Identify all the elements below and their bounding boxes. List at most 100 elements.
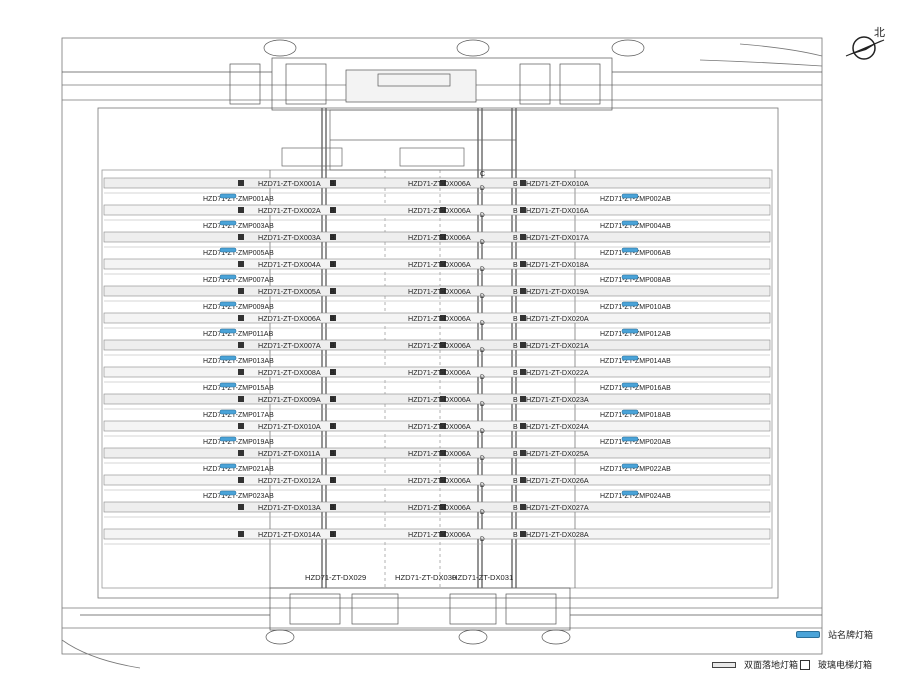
track-band xyxy=(103,501,771,513)
sign-label-right: HZD71-ZT-DX023A xyxy=(526,395,589,404)
sign-box xyxy=(440,423,446,429)
north-arrow-icon xyxy=(845,36,885,60)
sign-box xyxy=(440,207,446,213)
blue-sign-box xyxy=(219,490,237,496)
sign-label-mid: HZD71-ZT-DX006A xyxy=(408,260,471,269)
blue-sign-box xyxy=(621,247,639,253)
sign-label-right: HZD71-ZT-DX028A xyxy=(526,530,589,539)
sign-label-right: HZD71-ZT-DX010A xyxy=(526,179,589,188)
sign-box xyxy=(440,234,446,240)
legend-glass-lamp-label: 玻璃电梯灯箱 xyxy=(818,660,873,670)
sign-box xyxy=(520,261,526,267)
mp-label-right: HZD71-ZT-ZMP012AB xyxy=(600,331,671,338)
blue-sign-box xyxy=(219,463,237,469)
column-marker-b: B xyxy=(330,370,335,377)
sign-box xyxy=(440,288,446,294)
sign-label-right: HZD71-ZT-DX021A xyxy=(526,341,589,350)
sign-box xyxy=(238,531,244,537)
mp-label-left: HZD71-ZT-ZMP007AB xyxy=(203,277,274,284)
sign-box xyxy=(440,477,446,483)
mp-label-right: HZD71-ZT-ZMP014AB xyxy=(600,358,671,365)
mp-label-left: HZD71-ZT-ZMP005AB xyxy=(203,250,274,257)
blue-sign-box xyxy=(219,301,237,307)
blue-sign-box xyxy=(621,193,639,199)
sign-box xyxy=(440,504,446,510)
sign-label-left: HZD71-ZT-DX005A xyxy=(258,287,321,296)
column-marker-b: B xyxy=(330,235,335,242)
column-marker-d: D xyxy=(480,347,485,354)
sign-box xyxy=(330,531,336,537)
sign-box xyxy=(238,477,244,483)
sign-box xyxy=(238,180,244,186)
sign-label-mid: HZD71-ZT-DX006A xyxy=(408,368,471,377)
mp-label-left: HZD71-ZT-ZMP019AB xyxy=(203,439,274,446)
bottom-sign-label: HZD71-ZT-DX029 xyxy=(305,573,366,582)
column-marker-b: B xyxy=(513,316,518,323)
sign-box xyxy=(440,450,446,456)
column-marker-d: D xyxy=(480,509,485,516)
sign-box xyxy=(440,342,446,348)
mp-label-right: HZD71-ZT-ZMP016AB xyxy=(600,385,671,392)
track-band xyxy=(103,285,771,297)
column-marker-b: B xyxy=(513,208,518,215)
sign-label-right: HZD71-ZT-DX017A xyxy=(526,233,589,242)
sign-box xyxy=(520,423,526,429)
sign-label-mid: HZD71-ZT-DX006A xyxy=(408,206,471,215)
sign-box xyxy=(520,477,526,483)
sign-box xyxy=(520,504,526,510)
blue-sign-box xyxy=(219,274,237,280)
track-band xyxy=(103,447,771,459)
column-marker-b: B xyxy=(330,532,335,539)
sign-label-right: HZD71-ZT-DX025A xyxy=(526,449,589,458)
mp-label-left: HZD71-ZT-ZMP003AB xyxy=(203,223,274,230)
sign-label-left: HZD71-ZT-DX011A xyxy=(258,449,320,458)
sign-box xyxy=(330,288,336,294)
sign-box xyxy=(330,396,336,402)
blue-sign-box xyxy=(219,193,237,199)
blue-sign-box xyxy=(621,490,639,496)
mp-label-right: HZD71-ZT-ZMP010AB xyxy=(600,304,671,311)
mp-label-right: HZD71-ZT-ZMP006AB xyxy=(600,250,671,257)
column-marker-d: D xyxy=(480,185,485,192)
blue-sign-box xyxy=(219,220,237,226)
north-label: 北 xyxy=(874,27,885,39)
sign-box xyxy=(330,315,336,321)
sign-box xyxy=(238,315,244,321)
column-marker-d: D xyxy=(480,320,485,327)
sign-label-right: HZD71-ZT-DX016A xyxy=(526,206,589,215)
central-concourse xyxy=(281,109,517,171)
blue-sign-box xyxy=(621,220,639,226)
sign-label-left: HZD71-ZT-DX007A xyxy=(258,341,321,350)
sign-box xyxy=(330,477,336,483)
sign-box xyxy=(238,261,244,267)
column-marker-d: D xyxy=(480,455,485,462)
sign-label-mid: HZD71-ZT-DX006A xyxy=(408,287,471,296)
sign-label-mid: HZD71-ZT-DX006A xyxy=(408,503,471,512)
column-marker-d: D xyxy=(480,239,485,246)
sign-box xyxy=(238,504,244,510)
sign-label-left: HZD71-ZT-DX010A xyxy=(258,422,321,431)
column-marker-b: B xyxy=(513,370,518,377)
sign-box xyxy=(238,288,244,294)
sign-box xyxy=(520,369,526,375)
sign-box xyxy=(330,423,336,429)
column-marker-b: B xyxy=(513,505,518,512)
column-marker-d: D xyxy=(480,293,485,300)
column-marker-d: D xyxy=(480,401,485,408)
sign-label-right: HZD71-ZT-DX019A xyxy=(526,287,589,296)
mp-label-left: HZD71-ZT-ZMP001AB xyxy=(203,196,274,203)
column-marker-b: B xyxy=(330,478,335,485)
blue-sign-box xyxy=(621,436,639,442)
mp-label-left: HZD71-ZT-ZMP021AB xyxy=(203,466,274,473)
sign-box xyxy=(440,315,446,321)
track-band xyxy=(103,339,771,351)
column-marker-b: B xyxy=(513,478,518,485)
track-band xyxy=(103,420,771,432)
south-hall-block xyxy=(80,587,822,645)
sign-box xyxy=(238,342,244,348)
blue-sign-box xyxy=(621,274,639,280)
column-marker-d: D xyxy=(480,482,485,489)
bottom-sign-label: HZD71-ZT-DX030 xyxy=(395,573,456,582)
